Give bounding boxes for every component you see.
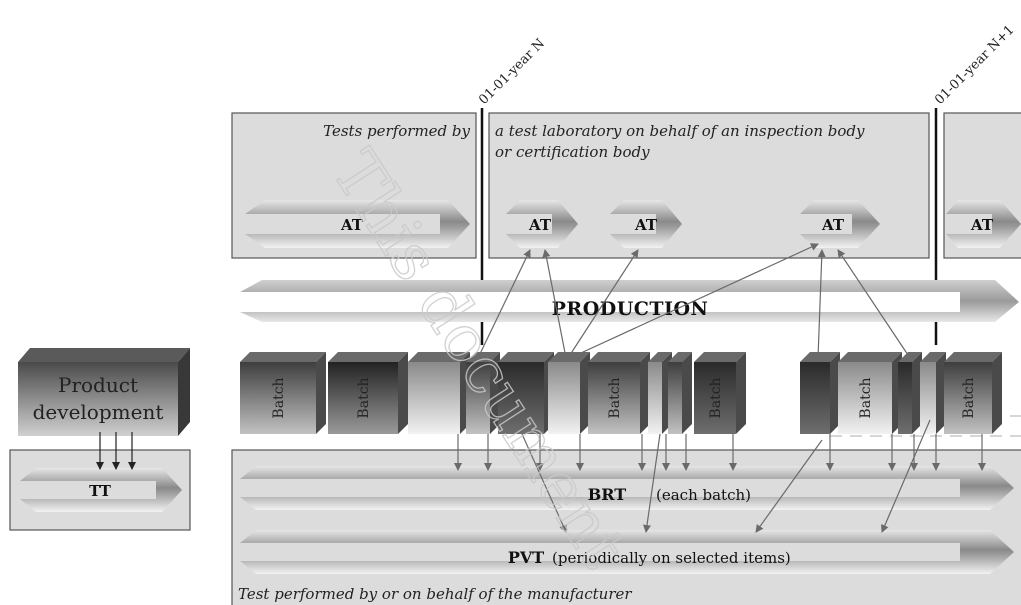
batch-block bbox=[898, 352, 922, 434]
batch-block bbox=[668, 352, 692, 434]
date-year-n: 01-01-year N bbox=[476, 36, 548, 108]
at-arrow: AT bbox=[506, 200, 578, 248]
tests-main-label-line1: a test laboratory on behalf of an inspec… bbox=[495, 122, 865, 140]
batch-label: Batch bbox=[607, 377, 623, 418]
tests-left-box bbox=[231, 112, 477, 259]
batch-block: Batch bbox=[944, 352, 1002, 434]
batch-block bbox=[408, 352, 470, 434]
production-label: PRODUCTION bbox=[552, 298, 709, 320]
manufacturer-label: Test performed by or on behalf of the ma… bbox=[238, 585, 632, 603]
brt-label: BRT bbox=[588, 485, 627, 504]
tests-main-label-line2: or certification body bbox=[495, 143, 650, 161]
at-arrow: AT bbox=[946, 200, 1021, 248]
at-label: AT bbox=[634, 216, 658, 234]
batch-block: Batch bbox=[838, 352, 902, 434]
batch-label: Batch bbox=[858, 377, 874, 418]
batch-row: Batch Batch Batch Batch Batch Batch bbox=[240, 352, 1002, 434]
batch-label: Batch bbox=[356, 377, 372, 418]
brt-arrow: BRT (each batch) bbox=[240, 466, 1014, 510]
batch-label: Batch bbox=[271, 377, 287, 418]
at-label: AT bbox=[528, 216, 552, 234]
at-label: AT bbox=[340, 216, 364, 234]
batch-block: Batch bbox=[240, 352, 326, 434]
pvt-label: PVT bbox=[508, 548, 544, 567]
at-label: AT bbox=[821, 216, 845, 234]
batch-block: Batch bbox=[588, 352, 650, 434]
product-dev-line2: development bbox=[33, 400, 164, 424]
batch-block: Batch bbox=[328, 352, 408, 434]
batch-block: Batch bbox=[694, 352, 746, 434]
batch-block bbox=[466, 352, 500, 434]
at-arrow: AT bbox=[245, 200, 470, 248]
at-arrow: AT bbox=[800, 200, 880, 248]
test-links bbox=[454, 243, 986, 533]
at-arrow: AT bbox=[610, 200, 682, 248]
batch-block bbox=[548, 352, 590, 434]
brt-note: (each batch) bbox=[656, 486, 751, 504]
product-development-block: Product development bbox=[18, 348, 190, 436]
tt-label: TT bbox=[89, 482, 112, 500]
batch-label: Batch bbox=[961, 377, 977, 418]
batch-block bbox=[800, 352, 840, 434]
at-label: AT bbox=[970, 216, 994, 234]
product-dev-line1: Product bbox=[58, 373, 138, 397]
batch-block bbox=[498, 352, 554, 434]
date-year-n1: 01-01-year N+1 bbox=[932, 23, 1017, 108]
batch-label: Batch bbox=[708, 377, 724, 418]
tests-left-label: Tests performed by bbox=[323, 122, 470, 140]
pvt-arrow: PVT (periodically on selected items) bbox=[240, 530, 1014, 574]
tt-arrow: TT bbox=[20, 468, 182, 512]
production-arrow: PRODUCTION bbox=[240, 280, 1019, 322]
batch-block bbox=[920, 352, 946, 434]
pvt-note: (periodically on selected items) bbox=[552, 549, 791, 567]
